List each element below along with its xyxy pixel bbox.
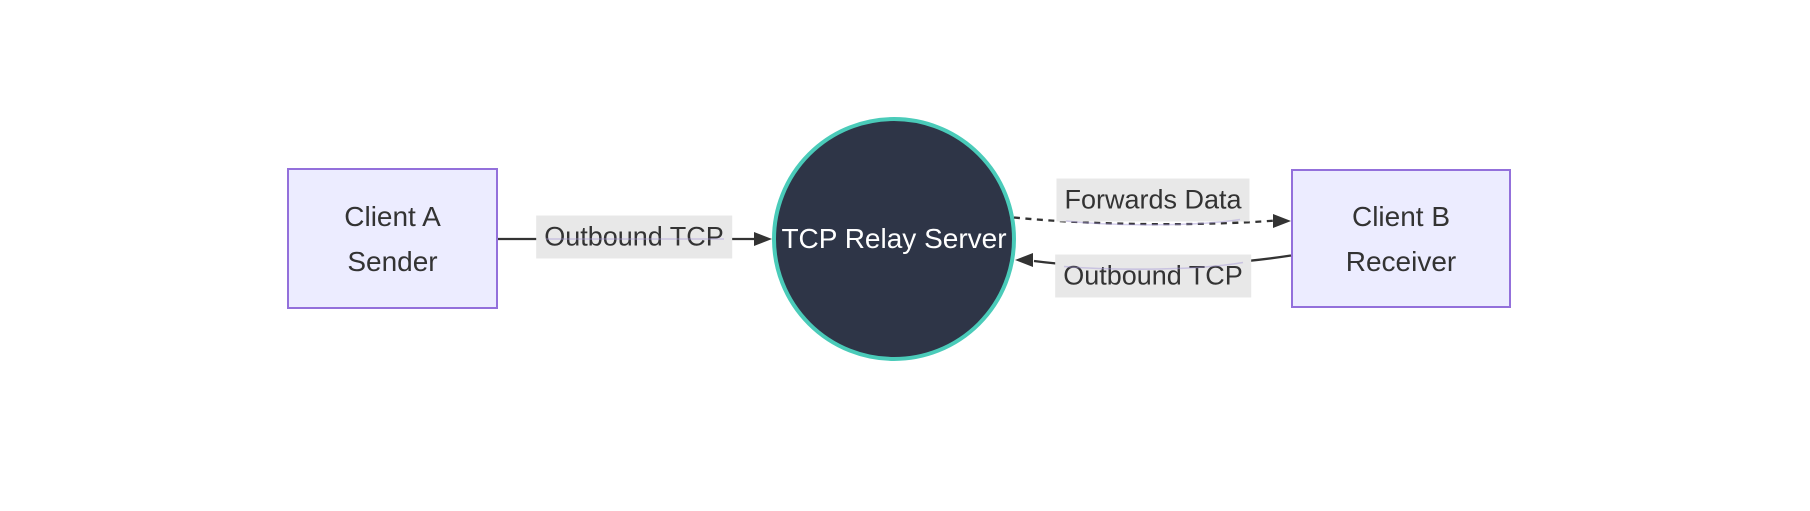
edge-label-outbound-tcp-a: Outbound TCP xyxy=(536,215,732,259)
node-client-b: Client B Receiver xyxy=(1291,169,1511,308)
arrowhead-client-b-to-server xyxy=(1015,253,1033,267)
node-client-b-title: Client B xyxy=(1351,200,1451,232)
edge-label-forwards-data: Forwards Data xyxy=(1056,178,1250,222)
node-server-label: TCP Relay Server xyxy=(781,223,1007,254)
node-tcp-relay-server: TCP Relay Server xyxy=(772,117,1016,361)
node-client-b-subtitle: Receiver xyxy=(1345,245,1457,277)
node-client-a-title: Client A xyxy=(344,200,441,232)
arrowhead-client-a-to-server xyxy=(754,232,772,246)
edge-label-outbound-tcp-b: Outbound TCP xyxy=(1055,254,1251,298)
arrowhead-server-to-client-b xyxy=(1273,214,1291,228)
node-client-a: Client A Sender xyxy=(287,168,498,309)
node-client-a-subtitle: Sender xyxy=(347,245,438,277)
